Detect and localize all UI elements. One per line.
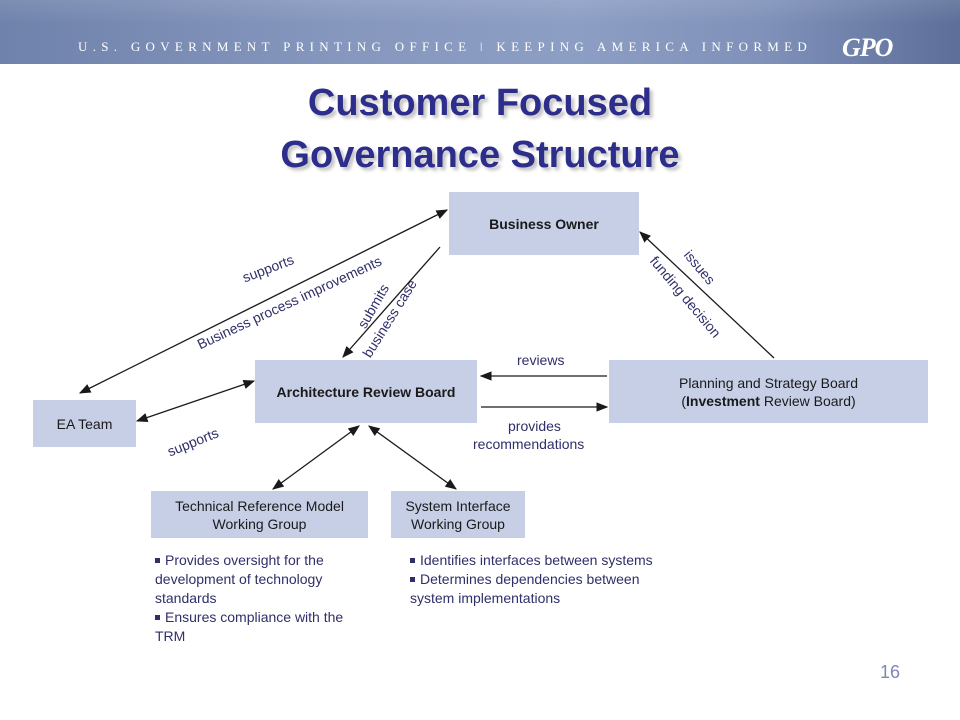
edge-ea-business-owner [78, 209, 449, 394]
node-trm-line-2: Working Group [212, 515, 307, 532]
header-banner: U.S. GOVERNMENT PRINTING OFFICE ǀ KEEPIN… [0, 0, 960, 64]
list-item: Provides oversight for the development o… [155, 552, 324, 606]
edge-ea-arb [135, 379, 256, 423]
node-ea-team: EA Team [33, 400, 136, 447]
title-line-2: Governance Structure [280, 134, 680, 176]
node-planning-line-2: (Investment Review Board) [681, 392, 856, 409]
node-arb-label: Architecture Review Board [276, 383, 456, 400]
node-ea-team-label: EA Team [56, 415, 113, 432]
title-line-1: Customer Focused [307, 82, 653, 124]
siwg-bullet-list: Identifies interfaces between systems De… [410, 551, 656, 608]
node-business-owner-label: Business Owner [489, 215, 599, 232]
node-trm-line-1: Technical Reference Model [175, 497, 344, 514]
node-business-owner: Business Owner [449, 192, 639, 255]
list-item: Identifies interfaces between systems [410, 551, 656, 570]
node-trm-working-group: Technical Reference Model Working Group [151, 491, 368, 538]
edge-arb-trm [272, 425, 360, 490]
trm-bullet-list: Provides oversight for the development o… [155, 551, 377, 646]
edge-label-provides: provides [508, 418, 561, 434]
list-item: Determines dependencies between system i… [410, 571, 640, 606]
banner-band [0, 0, 960, 24]
edge-arb-siwg [368, 425, 457, 490]
edge-label-reviews: reviews [517, 352, 565, 368]
gpo-logo: GPO [842, 33, 893, 62]
edge-label-recommendations: recommendations [473, 436, 585, 452]
node-planning-line-1: Planning and Strategy Board [678, 374, 858, 391]
node-planning-strategy-board: Planning and Strategy Board (Investment … [609, 360, 928, 423]
banner-tagline: U.S. GOVERNMENT PRINTING OFFICE ǀ KEEPIN… [78, 39, 813, 54]
node-system-interface-working-group: System Interface Working Group [391, 491, 525, 538]
edge-planning-business-owner [639, 231, 775, 359]
list-item: Ensures compliance with the TRM [155, 609, 344, 644]
node-architecture-review-board: Architecture Review Board [255, 360, 477, 423]
node-siwg-line-2: Working Group [411, 515, 505, 532]
page-number: 16 [880, 662, 901, 682]
edge-business-owner-arb [342, 246, 441, 358]
node-siwg-line-1: System Interface [405, 497, 511, 514]
